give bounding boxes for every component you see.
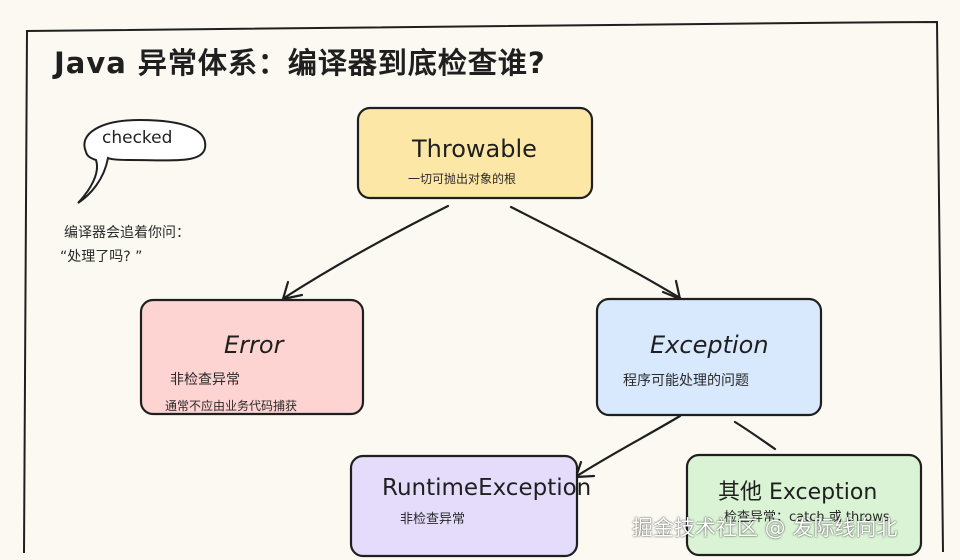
compiler-note-line2: “处理了吗? ” (60, 249, 143, 265)
error-box-shape (139, 298, 365, 416)
exception-subtitle: 程序可能处理的问题 (623, 373, 749, 389)
compiler-note-line1: 编译器会追着你问： (64, 225, 190, 241)
throwable-box-shape (356, 106, 594, 200)
outer-frame (23, 20, 944, 554)
other-exception-subtitle: 检查异常：catch 或 throws (724, 510, 890, 525)
arrow-throwable-exception (509, 205, 682, 300)
arrow-exception-runtime (575, 414, 682, 478)
exception-box-shape (595, 297, 823, 417)
throwable-subtitle: 一切可抛出对象的根 (408, 172, 517, 186)
arrow-throwable-error (282, 204, 450, 300)
watermark: 掘金技术社区 @ 发际线向北 (632, 516, 898, 540)
checked-bubble-label: checked (102, 128, 173, 148)
other-box-shape (685, 453, 923, 557)
error-title: Error (224, 331, 284, 359)
runtime-subtitle: 非检查异常 (400, 512, 466, 527)
line-exception-other (733, 420, 777, 451)
throwable-title: Throwable (412, 135, 537, 163)
error-subtitle-1: 非检查异常 (170, 372, 240, 388)
page-title: Java 异常体系：编译器到底检查谁? (54, 46, 546, 80)
error-subtitle-2: 通常不应由业务代码捕获 (165, 399, 298, 413)
runtime-title: RuntimeException (382, 475, 592, 501)
exception-title: Exception (650, 331, 769, 359)
runtime-box-shape (349, 454, 579, 558)
other-exception-title: 其他 Exception (718, 480, 878, 505)
checked-bubble-shape (77, 118, 207, 204)
